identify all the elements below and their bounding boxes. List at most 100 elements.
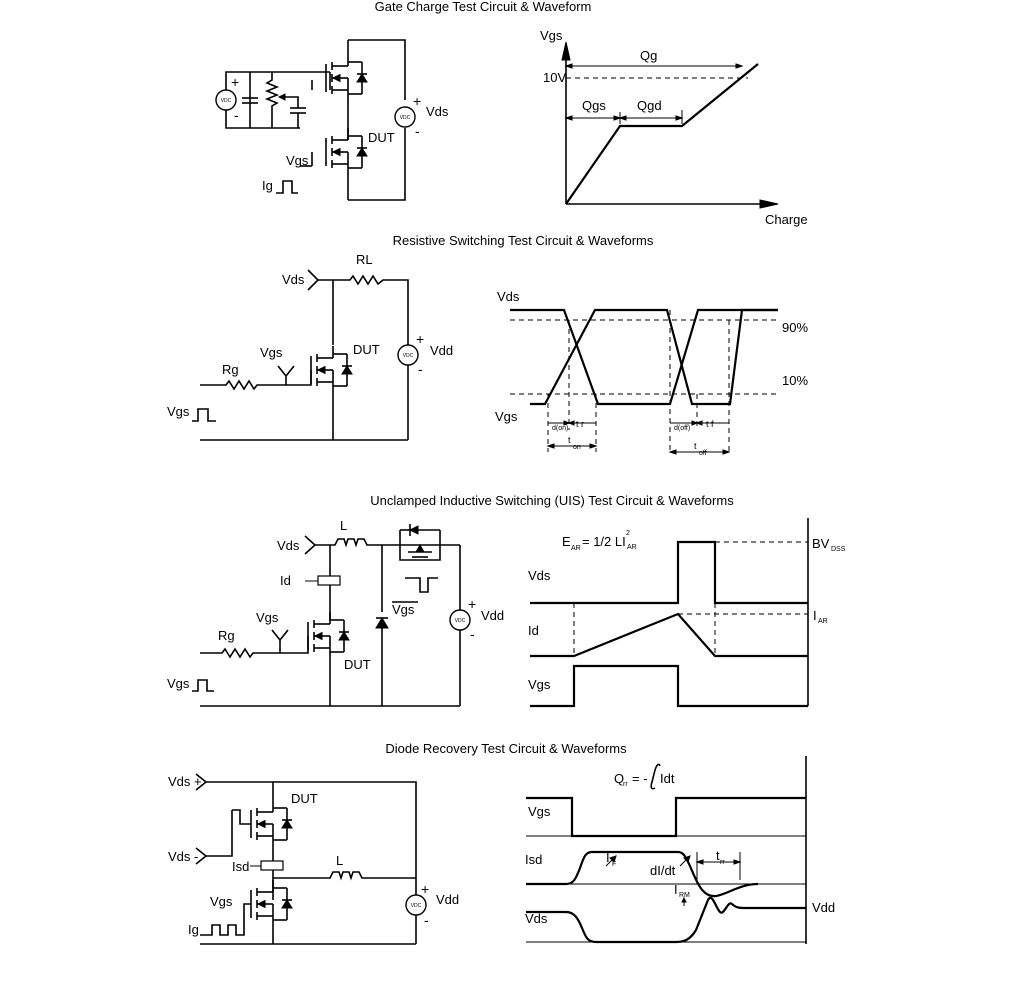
uis-vdd-label: Vdd <box>481 608 504 623</box>
dr-isd-label: Isd <box>232 859 249 874</box>
dr-wave-didt: dI/dt <box>650 863 676 878</box>
rs-wave-ton-t: t <box>568 435 571 445</box>
rs-vds-label: Vds <box>282 272 305 287</box>
uis-vdd-plus: + <box>468 596 476 612</box>
gc-vds-source: VDC <box>394 106 416 128</box>
uis-vgs-mid-label: Vgs <box>256 610 279 625</box>
rs-rl-label: RL <box>356 252 373 267</box>
gc-vgs-label: Vgs <box>286 153 309 168</box>
uis-vgs-in-label: Vgs <box>167 676 190 691</box>
uis-wave-e-sub: AR <box>571 545 581 552</box>
gc-src-vdc-label: VDC <box>221 98 232 104</box>
uis-title: Unclamped Inductive Switching (UIS) Test… <box>370 493 734 508</box>
uis-wave-vds-label: Vds <box>528 568 551 583</box>
uis-wave-iar-sub: AR <box>818 618 828 625</box>
dr-wave-if-sub: F <box>612 861 616 868</box>
rs-wave-toff-t: t <box>694 441 697 451</box>
dr-wave-vgs-label: Vgs <box>528 804 551 819</box>
rs-dut-label: DUT <box>353 342 380 357</box>
rs-vdd-plus: + <box>416 331 424 347</box>
rs-rg-label: Rg <box>222 362 239 377</box>
dr-dut-mosfet <box>250 799 293 849</box>
dr-vdd-plus: + <box>421 881 429 897</box>
dr-wave-qrr-formula: = - <box>632 771 648 786</box>
gate-charge-title: Gate Charge Test Circuit & Waveform <box>375 0 592 14</box>
uis-vdd-source: VDC <box>449 609 471 631</box>
diode-waveform: Q rr = - Idt Vgs Isd Vds Vdd I F dI/dt t… <box>525 756 835 944</box>
gc-vds-plus: + <box>413 93 421 109</box>
resistive-circuit: Vds RL DUT Rg Vgs Vgs VDC + - Vdd <box>167 252 453 441</box>
uis-vdd-vdc-label: VDC <box>455 618 466 624</box>
uis-wave-bv-main: BV <box>812 536 830 551</box>
uis-wave-id-label: Id <box>528 623 539 638</box>
dr-wave-vdd-label: Vdd <box>812 900 835 915</box>
rs-wave-toff-sub: off <box>699 450 707 457</box>
dr-dut-label: DUT <box>291 791 318 806</box>
rs-wave-tdoff: d(off) <box>674 425 690 432</box>
gate-charge-waveform: Vgs Charge 10V Qg Qgs Qgd <box>540 28 808 227</box>
gate-charge-circuit: VDC + - VDC + - <box>215 39 449 201</box>
uis-wave-bv-sub: DSS <box>831 546 846 553</box>
rs-vdd-source: VDC <box>397 344 419 366</box>
uis-dut-mosfet <box>307 611 350 661</box>
dr-wave-isd-label: Isd <box>525 852 542 867</box>
gc-wave-qg-label: Qg <box>640 48 657 63</box>
dr-wave-qrr-main: Q <box>614 771 624 786</box>
gc-wave-y-axis-label: Vgs <box>540 28 563 43</box>
resistive-title: Resistive Switching Test Circuit & Wavef… <box>393 233 654 248</box>
gc-dut-mosfet <box>325 127 368 177</box>
rs-wave-tf: t f <box>706 419 714 429</box>
dr-ig-label: Ig <box>188 922 199 937</box>
rs-wave-90-label: 90% <box>782 320 808 335</box>
gc-upper-mosfet <box>325 53 368 103</box>
dr-wave-irm-sub: RM <box>679 892 690 899</box>
uis-vdd-minus: - <box>470 626 475 642</box>
uis-vds-label: Vds <box>277 538 300 553</box>
rs-dut-mosfet <box>310 345 353 395</box>
gc-src-minus: - <box>234 107 239 123</box>
rs-wave-tdon: d(on) <box>552 425 568 432</box>
rs-vgs-mid-label: Vgs <box>260 345 283 360</box>
dr-wave-qrr-sub: rr <box>623 781 628 788</box>
uis-wave-e-sup: 2 <box>626 530 630 537</box>
gc-wave-x-axis-label: Charge <box>765 212 808 227</box>
rs-wave-10-label: 10% <box>782 373 808 388</box>
uis-wave-vgs-label: Vgs <box>528 677 551 692</box>
dr-vds-plus-label: Vds + <box>168 774 202 789</box>
dr-vdd-source: VDC <box>405 894 427 916</box>
uis-vgs-bar-label: Vgs <box>392 602 415 617</box>
dr-wave-trr-sub: rr <box>720 859 725 866</box>
gate-charge-vdc-source: VDC <box>215 89 237 111</box>
gc-vds-vdc-label: VDC <box>400 115 411 121</box>
gc-dut-label: DUT <box>368 130 395 145</box>
dr-low-mosfet <box>250 879 293 929</box>
uis-wave-iar-main: I <box>813 608 817 623</box>
rs-vdd-vdc-label: VDC <box>403 353 414 359</box>
dr-vdd-minus: - <box>424 912 429 928</box>
uis-dut-label: DUT <box>344 657 371 672</box>
rs-wave-vds-label: Vds <box>497 289 520 304</box>
dr-wave-irm-main: I <box>674 882 678 897</box>
dr-wave-trr-main: t <box>716 848 720 863</box>
gc-wave-qgd-label: Qgd <box>637 98 662 113</box>
rs-wave-ton-sub: on <box>573 444 581 451</box>
rs-vgs-in-label: Vgs <box>167 404 190 419</box>
rs-vdd-minus: - <box>418 361 423 377</box>
rs-vdd-label: Vdd <box>430 343 453 358</box>
dr-vds-minus-label: Vds - <box>168 849 198 864</box>
uis-wave-e-main: E <box>562 534 571 549</box>
gc-ig-label: Ig <box>262 178 273 193</box>
gc-vds-minus: - <box>415 123 420 139</box>
gc-vds-label: Vds <box>426 104 449 119</box>
rs-wave-vgs-label: Vgs <box>495 409 518 424</box>
dr-vdd-vdc-label: VDC <box>411 903 422 909</box>
resistive-waveform: Vds Vgs 90% 10% d(on) t r t on d(off) t … <box>495 289 808 457</box>
dr-l-label: L <box>336 853 343 868</box>
uis-l-label: L <box>340 518 347 533</box>
dr-vgs-label: Vgs <box>210 894 233 909</box>
uis-wave-e-formula: = 1/2 LI <box>582 534 626 549</box>
rs-wave-tr: t r <box>576 419 584 429</box>
uis-circuit: Vds L Id Vgs VDC + - Vdd <box>167 518 504 707</box>
gc-src-plus: + <box>231 74 239 90</box>
